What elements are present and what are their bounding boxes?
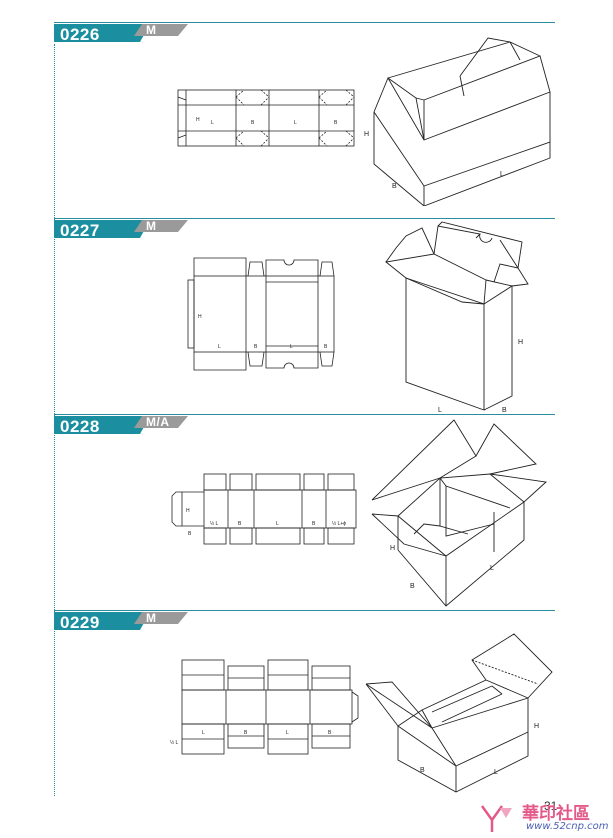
- section-0228: 0228 M/A H B ½ L B L: [0, 414, 613, 610]
- net-label: B: [334, 120, 338, 126]
- box-label-l: L: [500, 171, 504, 178]
- page-number: 31: [544, 799, 558, 813]
- section-0229: 0229 M ½ L L: [0, 610, 613, 806]
- badge-shape: [54, 416, 188, 434]
- box-label-l: L: [494, 769, 498, 776]
- style-code-badge: 0226 M: [54, 23, 188, 46]
- net-label: B: [238, 521, 242, 527]
- box-label-b: B: [410, 583, 415, 590]
- badge-shape: [54, 24, 188, 42]
- box-label-l: L: [490, 565, 494, 572]
- box-label-h: H: [390, 545, 395, 552]
- box-3d-drawing: H B L: [364, 37, 551, 206]
- box-label-h: H: [364, 131, 369, 138]
- net-label: ½ L+ɸ: [332, 520, 346, 527]
- style-code-badge: 0229 M: [54, 611, 188, 634]
- flat-net-drawing: H B ½ L B L B ½ L+ɸ: [171, 473, 357, 545]
- flat-net-drawing: ½ L L B L B: [170, 659, 359, 755]
- flat-net-drawing: H L B L B: [187, 257, 335, 371]
- net-label: B: [188, 531, 192, 537]
- flat-net-drawing: H L B L B: [177, 89, 355, 147]
- watermark-text: 華印社區: [522, 804, 590, 824]
- style-code-badge: 0227 M: [54, 219, 188, 242]
- style-code: 0229: [60, 613, 100, 632]
- watermark-logo-icon: [480, 805, 512, 832]
- box-3d-drawing: H B L: [384, 221, 529, 414]
- net-label: L: [218, 344, 221, 350]
- net-label: ½ L: [210, 520, 219, 527]
- box-label-b: B: [420, 767, 425, 774]
- style-type: M: [146, 219, 157, 233]
- section-rule: [54, 218, 555, 219]
- net-label: H: [196, 117, 200, 123]
- section-rule: [54, 414, 555, 415]
- section-0227: 0227 M H L B L B: [0, 218, 613, 414]
- net-label: L: [202, 730, 205, 736]
- net-label: H: [198, 314, 202, 320]
- net-label: L: [211, 120, 214, 126]
- net-label: B: [251, 120, 255, 126]
- box-3d-drawing: H B L: [371, 419, 548, 607]
- box-label-b: B: [502, 407, 507, 414]
- net-label: H: [186, 508, 190, 514]
- net-label: B: [328, 730, 332, 736]
- section-0226: 0226 M H L B L B: [0, 22, 613, 218]
- section-rule: [54, 22, 555, 23]
- net-label: B: [244, 730, 248, 736]
- style-code: 0227: [60, 221, 100, 240]
- net-label: L: [286, 730, 289, 736]
- box-label-b: B: [392, 183, 397, 190]
- box-3d-drawing: H B L: [365, 633, 553, 793]
- net-label: B: [254, 344, 258, 350]
- style-type: M/A: [146, 415, 170, 429]
- badge-shape: [54, 220, 188, 238]
- style-code: 0228: [60, 417, 100, 436]
- box-label-h: H: [534, 723, 539, 730]
- page-footer: 31 華印社區 www.52cnp.com: [0, 796, 613, 838]
- net-label: L: [290, 344, 293, 350]
- net-label: L: [294, 120, 297, 126]
- box-label-l: L: [438, 407, 442, 414]
- badge-shape: [54, 612, 188, 630]
- style-type: M: [146, 611, 157, 625]
- style-code-badge: 0228 M/A: [54, 415, 188, 438]
- net-label: L: [276, 521, 279, 527]
- net-label: ½ L: [170, 739, 179, 746]
- box-label-h: H: [518, 339, 523, 346]
- style-code: 0226: [60, 25, 100, 44]
- watermark-url: www.52cnp.com: [526, 821, 609, 832]
- net-label: B: [324, 344, 328, 350]
- net-label: B: [312, 521, 316, 527]
- style-type: M: [146, 23, 157, 37]
- section-rule: [54, 610, 555, 611]
